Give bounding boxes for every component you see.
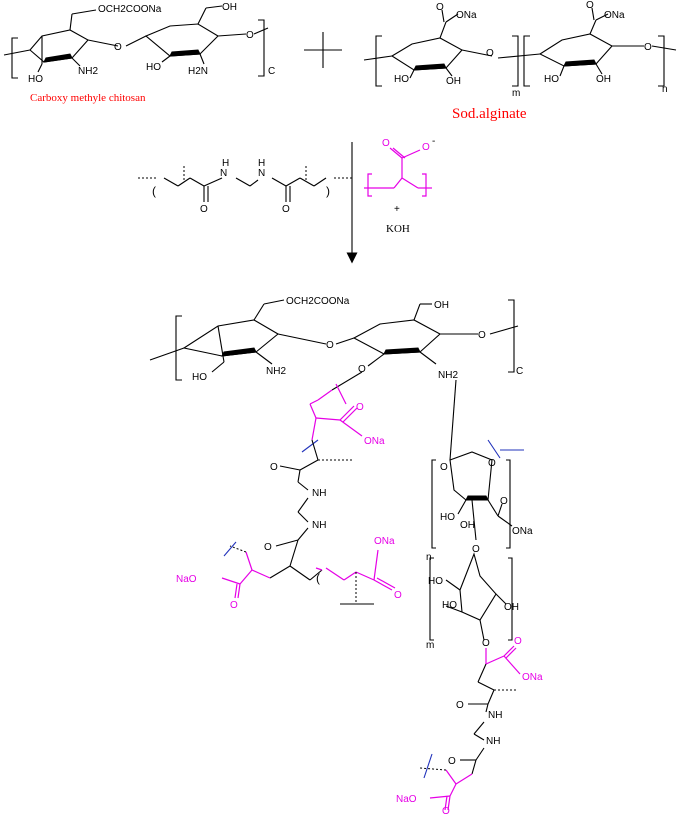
ona-label: ONa bbox=[604, 10, 625, 21]
o-label: O bbox=[264, 542, 272, 553]
ho-label: HO bbox=[440, 512, 455, 523]
nh2-label: NH2 bbox=[266, 366, 286, 377]
ona-label: ONa bbox=[374, 536, 395, 547]
ho-label: HO bbox=[192, 372, 207, 383]
o-label: O bbox=[394, 590, 402, 601]
o-label: O bbox=[586, 0, 594, 11]
nao-label: NaO bbox=[176, 574, 197, 585]
o-label: O bbox=[326, 340, 334, 351]
o-label: O bbox=[356, 402, 364, 413]
ona-label: ONa bbox=[512, 526, 533, 537]
ona-label: ONa bbox=[522, 672, 543, 683]
o-label: O bbox=[382, 138, 390, 149]
c-subscript: C bbox=[268, 66, 275, 77]
cmc-structure: OCH2COONa OH O O HO NH2 HO H2N C Carboxy… bbox=[3, 2, 275, 104]
o-label: O bbox=[448, 756, 456, 767]
o-label: O bbox=[436, 2, 444, 13]
o-label: O bbox=[478, 330, 486, 341]
nao-label: NaO bbox=[396, 794, 417, 805]
nh-label: NH bbox=[486, 736, 500, 747]
o-label: O bbox=[500, 496, 508, 507]
o-label: O bbox=[282, 204, 290, 215]
c-subscript: C bbox=[516, 366, 523, 377]
oh-label: OH bbox=[460, 520, 475, 531]
h-atom: H bbox=[258, 158, 265, 169]
ona-label: ONa bbox=[456, 10, 477, 21]
nh-label: NH bbox=[312, 488, 326, 499]
ho-label: HO bbox=[146, 62, 161, 73]
o-label: O bbox=[230, 600, 238, 611]
n-atom: N bbox=[258, 168, 265, 179]
h2n-label: H2N bbox=[188, 66, 208, 77]
o-label: O bbox=[270, 462, 278, 473]
ho-label: HO bbox=[428, 576, 443, 587]
plus-sign: + bbox=[394, 204, 400, 215]
koh-label: KOH bbox=[386, 223, 410, 235]
o-label: O bbox=[482, 638, 490, 649]
o-label: O bbox=[486, 48, 494, 59]
alginate-name: Sod.alginate bbox=[452, 106, 527, 122]
oh-label: OH bbox=[504, 602, 519, 613]
oh-label: OH bbox=[596, 74, 611, 85]
o-label: O bbox=[200, 204, 208, 215]
minus-sign: - bbox=[432, 136, 435, 147]
o-label: O bbox=[246, 30, 254, 41]
oh-label: OH bbox=[222, 2, 237, 13]
alginate-structure: ONa O ONa O O O HO OH HO OH m n Sod.algi… bbox=[363, 0, 677, 122]
o-label: O bbox=[440, 462, 448, 473]
ho-label: HO bbox=[28, 74, 43, 85]
svg-text:): ) bbox=[326, 184, 330, 198]
cmc-substituent-label: OCH2COONa bbox=[286, 296, 350, 307]
n-atom: N bbox=[220, 168, 227, 179]
ho-label: HO bbox=[544, 74, 559, 85]
nh2-label: NH2 bbox=[78, 66, 98, 77]
ho-label: HO bbox=[394, 74, 409, 85]
o-label: O bbox=[358, 364, 366, 375]
cmc-name: Carboxy methyle chitosan bbox=[30, 92, 146, 104]
o-label: O bbox=[472, 544, 480, 555]
acrylate-monomer: O O - + KOH bbox=[364, 136, 435, 235]
o-label: O bbox=[114, 42, 122, 53]
m-subscript: m bbox=[512, 88, 520, 99]
o-label: O bbox=[488, 458, 496, 469]
svg-text:(: ( bbox=[152, 184, 156, 198]
o-label: O bbox=[456, 700, 464, 711]
h-atom: H bbox=[222, 158, 229, 169]
cmc-substituent-label: OCH2COONa bbox=[98, 4, 162, 15]
o-label: O bbox=[514, 636, 522, 647]
plus-icon bbox=[304, 32, 342, 68]
svg-text:(: ( bbox=[316, 571, 320, 585]
n-subscript: n bbox=[662, 84, 668, 95]
oh-label: OH bbox=[434, 300, 449, 311]
oh-label: OH bbox=[446, 76, 461, 87]
product-structure: OCH2COONa OH O O HO NH2 O NH2 C O ONa bbox=[149, 296, 543, 815]
ona-label: ONa bbox=[364, 436, 385, 447]
o-label: O bbox=[644, 42, 652, 53]
n-subscript: n bbox=[426, 552, 432, 563]
nh2-label: NH2 bbox=[438, 370, 458, 381]
nh-label: NH bbox=[488, 710, 502, 721]
m-subscript: m bbox=[426, 640, 434, 651]
o-minus-label: O bbox=[422, 142, 430, 153]
crosslinker-structure: ( ) N H N H O O bbox=[138, 158, 352, 215]
o-label: O bbox=[442, 806, 450, 815]
nh-label: NH bbox=[312, 520, 326, 531]
ho-label: HO bbox=[442, 600, 457, 611]
